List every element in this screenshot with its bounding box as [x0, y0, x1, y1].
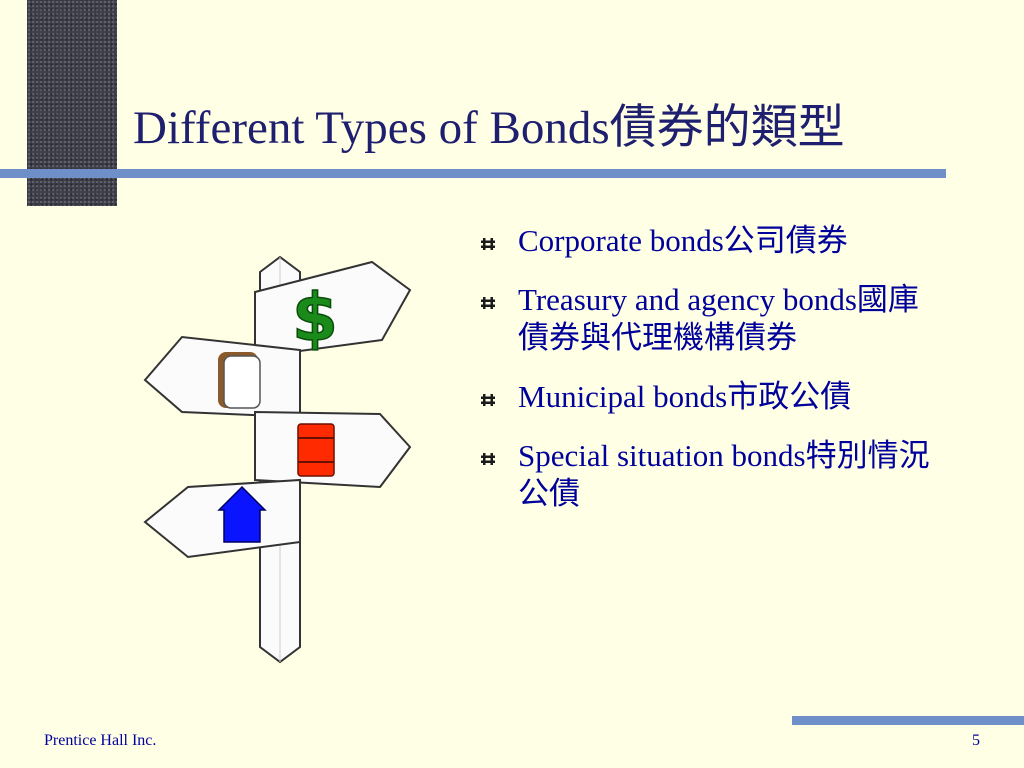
footer-publisher: Prentice Hall Inc. — [44, 732, 157, 749]
bullet-item-corporate: Corporate bonds公司債券 — [480, 222, 930, 260]
page-number: 5 — [972, 732, 980, 749]
bullet-text: Municipal bonds市政公債 — [518, 379, 852, 414]
bullet-text: Special situation bonds特別情況公債 — [518, 438, 930, 511]
house-icon — [217, 485, 267, 543]
sign-house — [143, 478, 301, 559]
signpost-illustration: $ — [143, 255, 412, 664]
hash-bullet-icon — [481, 394, 495, 406]
hash-bullet-icon — [481, 297, 495, 309]
sign-dollar: $ — [254, 260, 412, 359]
bullet-text: Corporate bonds公司債券 — [518, 223, 848, 258]
bullet-text: Treasury and agency bonds國庫債券與代理機構債券 — [518, 282, 919, 355]
bullet-item-special: Special situation bonds特別情況公債 — [480, 437, 930, 513]
bullet-list: Corporate bonds公司債券 Treasury and agency … — [480, 222, 930, 534]
hash-bullet-icon — [481, 453, 495, 465]
bullet-item-treasury: Treasury and agency bonds國庫債券與代理機構債券 — [480, 281, 930, 357]
dollar-icon: $ — [292, 279, 338, 356]
bread-icon — [218, 352, 261, 409]
footer-rule — [792, 716, 1024, 725]
sign-bread — [143, 335, 301, 419]
bullet-item-municipal: Municipal bonds市政公債 — [480, 378, 930, 416]
slide-title: Different Types of Bonds債券的類型 — [133, 102, 845, 154]
hash-bullet-icon — [481, 238, 495, 250]
title-underline-rule — [0, 169, 946, 178]
barrel-icon — [297, 423, 335, 477]
sign-barrel — [254, 410, 412, 489]
